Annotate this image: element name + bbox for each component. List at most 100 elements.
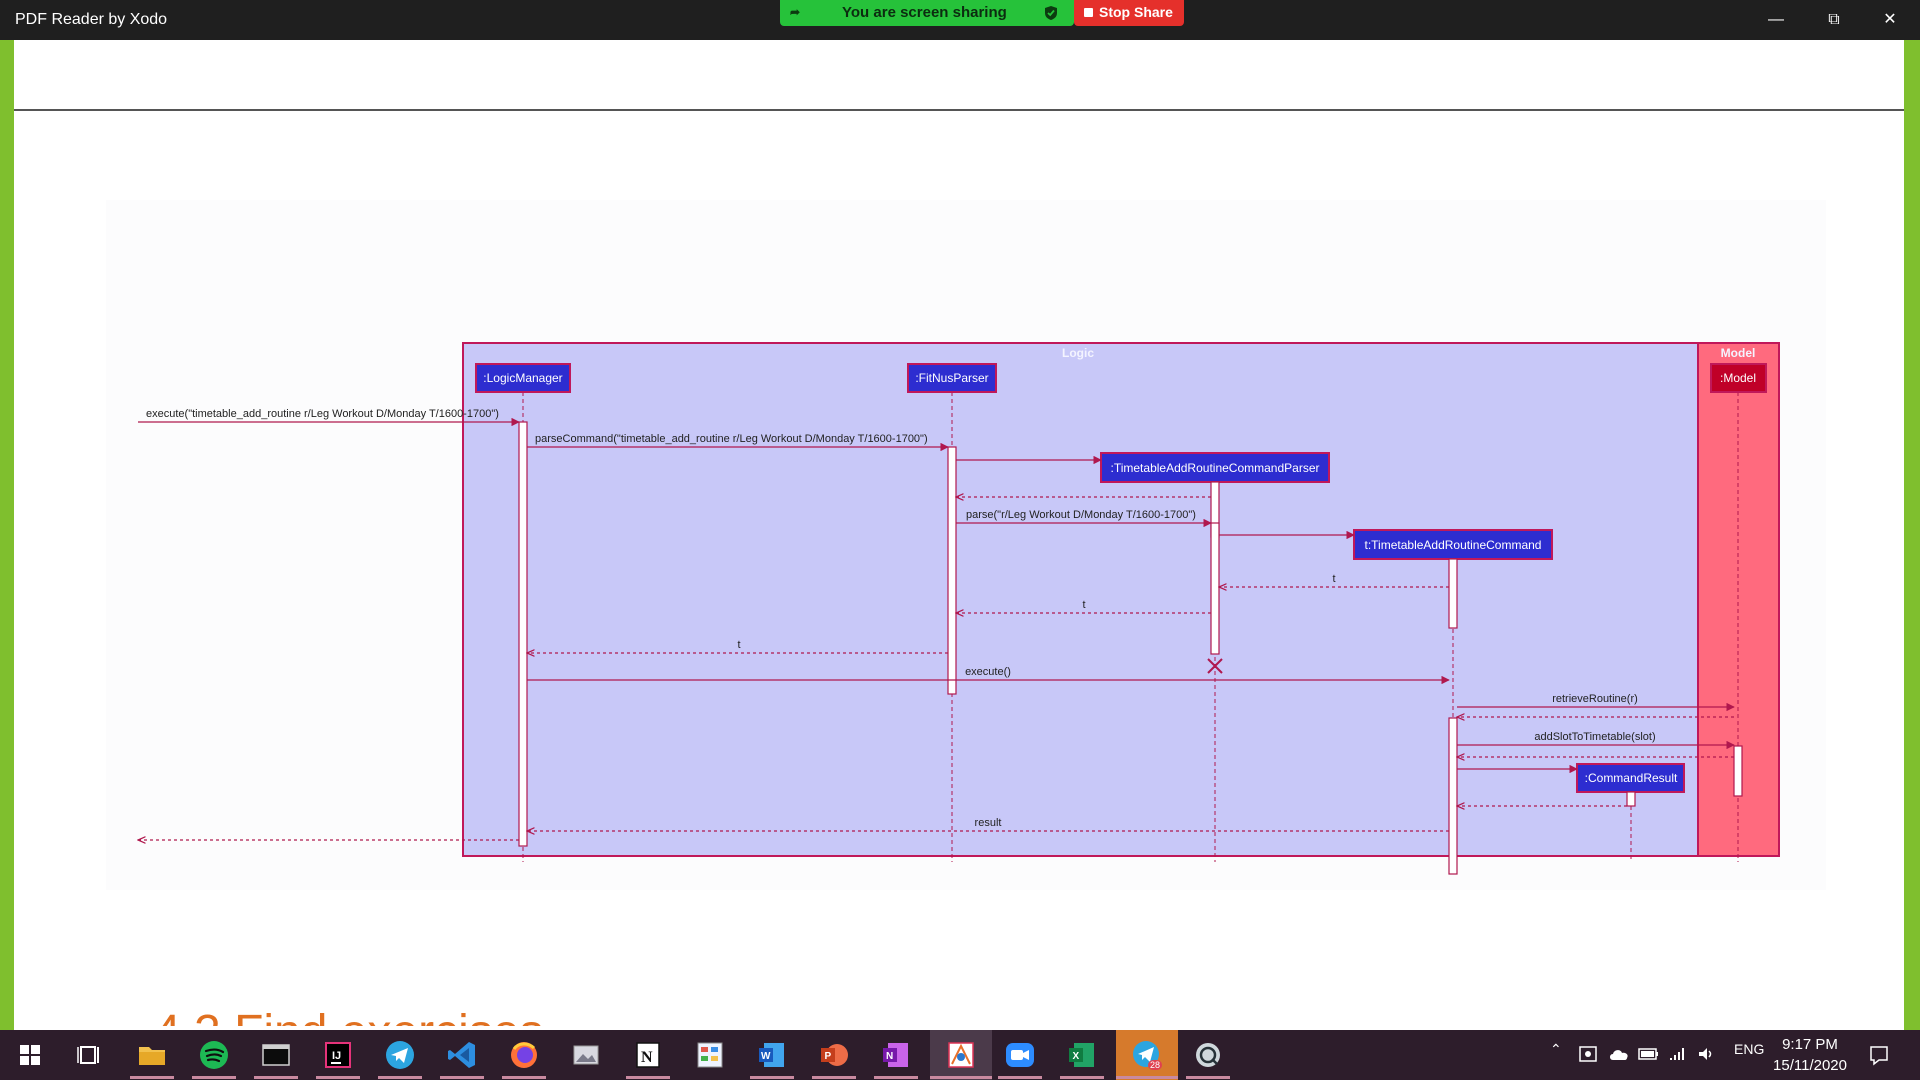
participant-cmd-parser-label: :TimetableAddRoutineCommandParser bbox=[1111, 461, 1320, 475]
snip-sketch-icon[interactable] bbox=[943, 1037, 979, 1073]
sequence-diagram: Logic Model :LogicManager :FitNusParser … bbox=[14, 342, 1780, 875]
running-indicator bbox=[812, 1076, 856, 1079]
participant-result bbox=[1576, 763, 1685, 793]
running-indicator bbox=[626, 1076, 670, 1079]
minimize-icon[interactable]: — bbox=[1768, 11, 1784, 28]
message-add-slot-label: addSlotToTimetable(slot) bbox=[1534, 731, 1655, 743]
page-divider bbox=[14, 109, 1904, 111]
destroy-icon bbox=[1207, 658, 1223, 674]
running-indicator bbox=[1186, 1076, 1230, 1079]
terminal-icon[interactable] bbox=[258, 1037, 294, 1073]
message-parse-command-label: parseCommand("timetable_add_routine r/Le… bbox=[535, 433, 928, 445]
notifications-icon[interactable] bbox=[1868, 1044, 1890, 1066]
return-t1-label: t bbox=[1332, 573, 1335, 585]
participant-logic-manager bbox=[475, 363, 571, 393]
running-indicator bbox=[1060, 1076, 1104, 1079]
wifi-icon[interactable] bbox=[1668, 1044, 1688, 1064]
model-frame-label: Model bbox=[1721, 346, 1756, 360]
restore-icon[interactable]: ⧉ bbox=[1828, 11, 1840, 28]
onedrive-icon[interactable] bbox=[1608, 1046, 1630, 1062]
screen-sharing-indicator[interactable]: ➦ You are screen sharing bbox=[780, 0, 1074, 26]
return-t2-label: t bbox=[1082, 599, 1085, 611]
stop-share-label: Stop Share bbox=[1099, 4, 1173, 20]
volume-icon[interactable] bbox=[1696, 1044, 1716, 1064]
svg-text:X: X bbox=[1073, 1051, 1080, 1062]
running-indicator bbox=[378, 1076, 422, 1079]
running-indicator bbox=[874, 1076, 918, 1079]
svg-text:P: P bbox=[825, 1051, 832, 1062]
participant-parser-label: :FitNusParser bbox=[915, 371, 988, 385]
activation-logic-manager bbox=[518, 421, 528, 847]
message-execute-label: execute("timetable_add_routine r/Leg Wor… bbox=[146, 408, 499, 420]
logic-frame-label: Logic bbox=[1062, 346, 1094, 360]
participant-model bbox=[1710, 363, 1767, 393]
running-indicator bbox=[130, 1076, 174, 1079]
running-indicator bbox=[930, 1076, 992, 1079]
telegram-icon[interactable] bbox=[382, 1037, 418, 1073]
zoom-icon[interactable] bbox=[1002, 1037, 1038, 1073]
app-title: PDF Reader by Xodo bbox=[15, 11, 168, 28]
notion-icon[interactable]: N bbox=[630, 1037, 666, 1073]
task-view-icon[interactable] bbox=[72, 1037, 108, 1073]
onenote-icon[interactable]: N bbox=[878, 1037, 914, 1073]
spotify-icon[interactable] bbox=[196, 1037, 232, 1073]
photos-icon[interactable] bbox=[568, 1037, 604, 1073]
participant-parser bbox=[907, 363, 997, 393]
message-retrieve-routine-label: retrieveRoutine(r) bbox=[1552, 693, 1638, 705]
vscode-icon[interactable] bbox=[444, 1037, 480, 1073]
running-indicator bbox=[192, 1076, 236, 1079]
activation-model bbox=[1733, 745, 1743, 797]
activation-bars bbox=[518, 421, 1743, 875]
screen-share-bar: ➦ You are screen sharing Stop Share bbox=[780, 0, 1184, 26]
running-indicator bbox=[440, 1076, 484, 1079]
participant-command-label: t:TimetableAddRoutineCommand bbox=[1365, 538, 1542, 552]
participant-result-label: :CommandResult bbox=[1585, 771, 1678, 785]
participant-model-label: :Model bbox=[1720, 371, 1756, 385]
powerpoint-icon[interactable]: P bbox=[816, 1037, 852, 1073]
telegram-unread-badge: 28 bbox=[1148, 1060, 1163, 1070]
word-icon[interactable]: W bbox=[754, 1037, 790, 1073]
show-hidden-icons-icon[interactable]: ⌃ bbox=[1550, 1041, 1562, 1057]
firefox-icon[interactable] bbox=[506, 1037, 542, 1073]
participant-cmd-parser bbox=[1100, 452, 1330, 483]
participant-command bbox=[1353, 529, 1553, 560]
participant-logic-manager-label: :LogicManager bbox=[483, 371, 562, 385]
snipping-tool-icon[interactable] bbox=[692, 1037, 728, 1073]
excel-icon[interactable]: X bbox=[1064, 1037, 1100, 1073]
section-heading: 4.2 Find exercises bbox=[154, 1005, 544, 1026]
running-indicator bbox=[998, 1076, 1042, 1079]
activation-command-1 bbox=[1448, 558, 1458, 629]
message-execute2-label: execute() bbox=[965, 666, 1011, 678]
activation-result bbox=[1626, 791, 1636, 807]
running-indicator bbox=[1116, 1076, 1178, 1079]
svg-text:W: W bbox=[761, 1051, 771, 1062]
stop-share-button[interactable]: Stop Share bbox=[1074, 0, 1184, 26]
return-t3-label: t bbox=[737, 639, 740, 651]
running-indicator bbox=[502, 1076, 546, 1079]
clock-date: 15/11/2020 bbox=[1773, 1057, 1847, 1074]
language-indicator[interactable]: ENG bbox=[1734, 1041, 1765, 1057]
security-tray-icon[interactable] bbox=[1578, 1044, 1598, 1064]
activation-cmd-parser-2 bbox=[1210, 522, 1220, 655]
battery-icon[interactable] bbox=[1638, 1047, 1660, 1061]
file-explorer-icon[interactable] bbox=[134, 1037, 170, 1073]
activation-parser bbox=[947, 446, 957, 695]
clock-time: 9:17 PM bbox=[1782, 1036, 1838, 1053]
running-indicator bbox=[254, 1076, 298, 1079]
message-parse-label: parse("r/Leg Workout D/Monday T/1600-170… bbox=[966, 509, 1196, 521]
return-result-label: result bbox=[975, 817, 1002, 829]
running-indicator bbox=[750, 1076, 794, 1079]
share-arrow-icon: ➦ bbox=[790, 5, 801, 19]
intellij-icon[interactable]: IJ bbox=[320, 1037, 356, 1073]
windows-start-icon[interactable] bbox=[12, 1037, 48, 1073]
svg-text:N: N bbox=[641, 1049, 653, 1066]
close-icon[interactable]: ✕ bbox=[1883, 11, 1897, 28]
system-clock[interactable]: 9:17 PM 15/11/2020 bbox=[1760, 1034, 1860, 1076]
document-viewport[interactable]: Logic Model :LogicManager :FitNusParser … bbox=[14, 40, 1904, 1030]
activation-command-2 bbox=[1448, 717, 1458, 875]
stop-icon bbox=[1084, 8, 1093, 17]
shield-icon bbox=[1045, 6, 1057, 20]
svg-text:N: N bbox=[886, 1051, 893, 1062]
search-app-icon[interactable] bbox=[1190, 1037, 1226, 1073]
screen-sharing-label: You are screen sharing bbox=[842, 4, 1007, 21]
